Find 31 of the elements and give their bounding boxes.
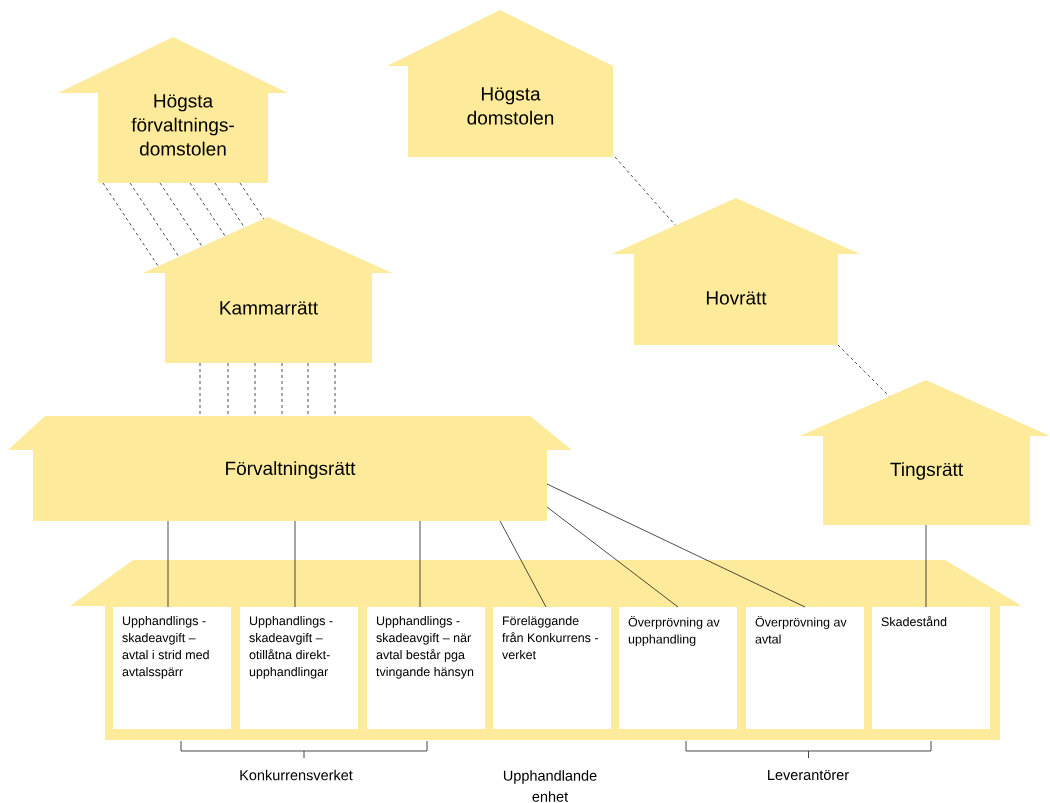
connector-line [419, 520, 421, 608]
connector-line [281, 362, 283, 417]
connector-line [546, 483, 806, 608]
connector-line [254, 362, 256, 417]
connector-line [334, 362, 336, 417]
connector-line [167, 520, 169, 608]
connector-line [925, 524, 927, 608]
text-box: Upphandlings - skadeavgift – när avtal består pga tvingande hänsyn [367, 607, 485, 729]
group-label: Leverantörer [768, 769, 849, 781]
connector-line [239, 182, 265, 220]
connector-line [102, 182, 159, 267]
connector-line [546, 506, 679, 608]
text-box: Skadestånd [872, 607, 990, 729]
text-box: Föreläggande från Konkurrens - verket [493, 607, 611, 729]
connector-line [837, 344, 890, 397]
connector-line [189, 182, 226, 237]
text-box: Upphandlings - skadeavgift – avtal i strid med avtalsspärr [113, 607, 231, 729]
connector-line [129, 182, 180, 258]
connector-line [159, 182, 203, 247]
text-box: Överprövning av avtal [746, 607, 864, 729]
connector-line [214, 182, 245, 228]
connector-line [294, 520, 296, 608]
connector-line [227, 362, 229, 417]
text-box: Överprövning av upphandling [619, 607, 737, 729]
connector-line [614, 156, 676, 226]
group-label: Konkurrensverket [240, 769, 353, 781]
group-label: Upphandlande enhet [503, 770, 597, 802]
connector-line [499, 520, 547, 608]
connector-line [199, 362, 201, 417]
connector-line [307, 362, 309, 417]
text-box: Upphandlings - skadeavgift – otillåtna direkt-upphandlingar [240, 607, 358, 729]
